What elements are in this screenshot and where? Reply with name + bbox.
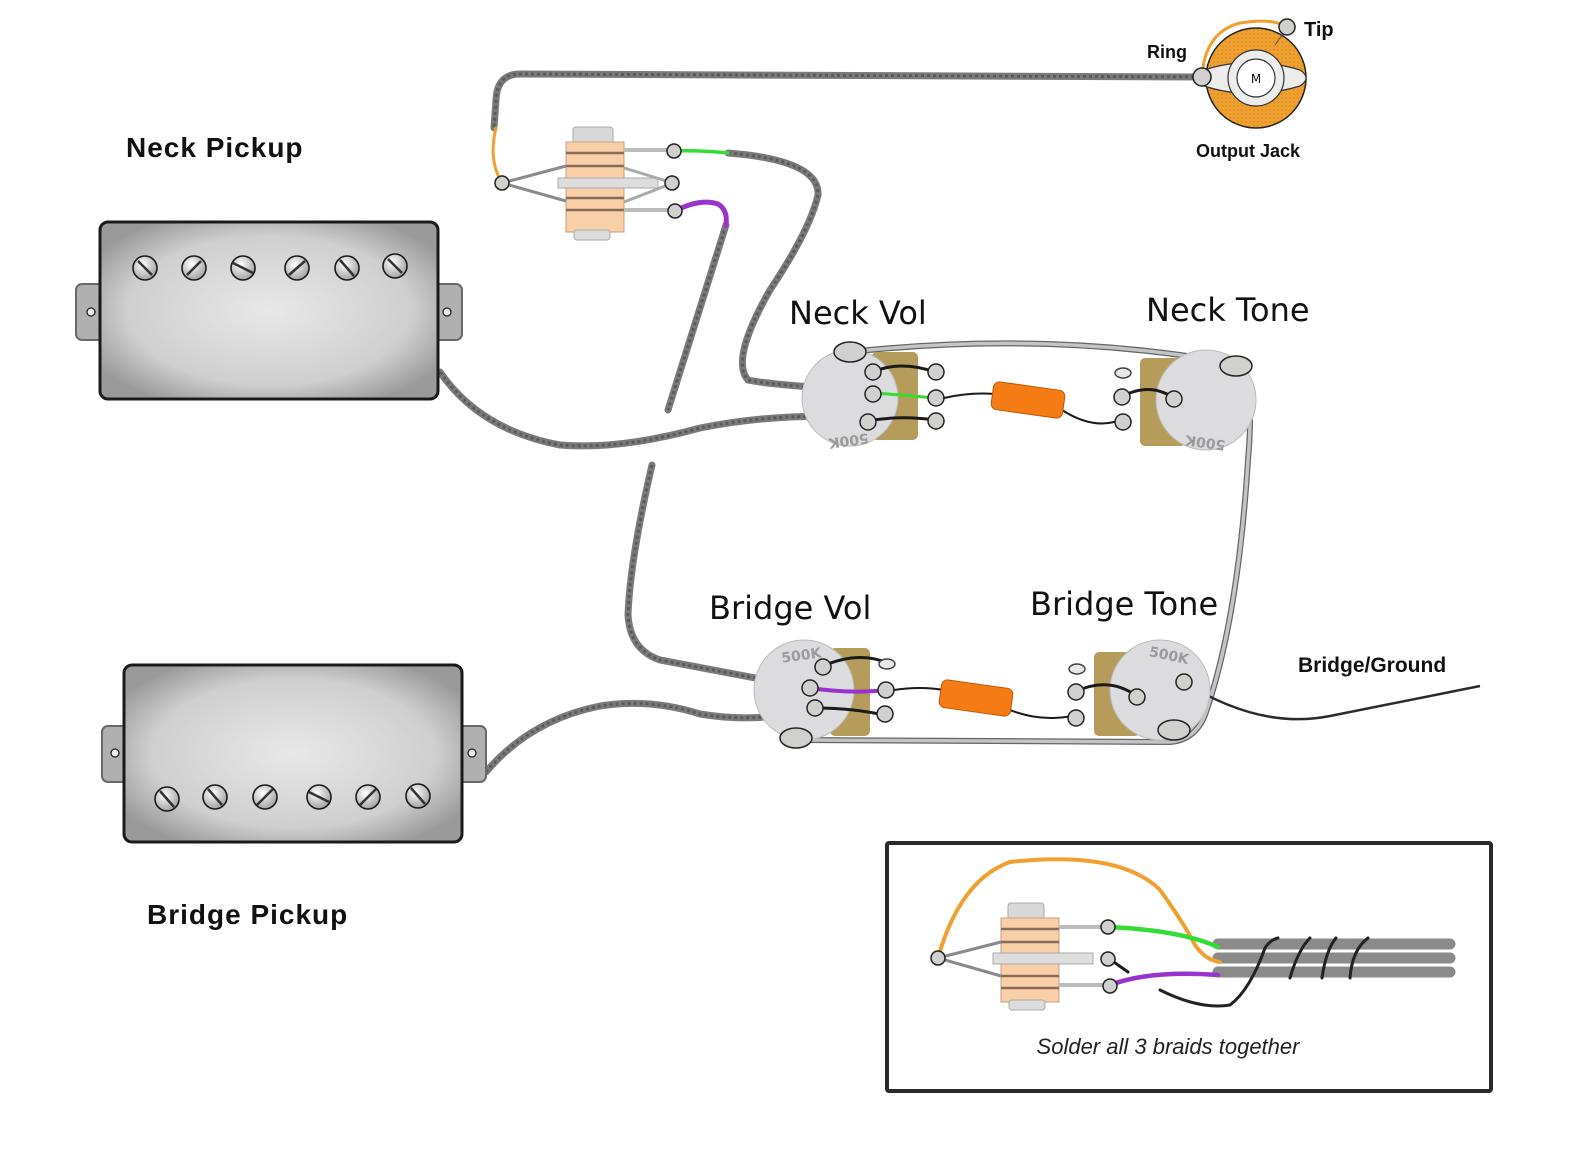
- bridge-pickup-label: Bridge Pickup: [147, 899, 348, 930]
- jack-center-label: M: [1251, 72, 1261, 86]
- neck-vol-label: Neck Vol: [789, 294, 927, 332]
- output-jack-label: Output Jack: [1196, 141, 1301, 161]
- switch-lug-ground: [664, 175, 680, 191]
- bridge-pickup: [101, 663, 487, 844]
- purple-lead: [672, 199, 729, 228]
- pole-screw: [181, 255, 207, 281]
- pot-value-label: 500K: [1183, 431, 1226, 453]
- ground-loop-wire: [799, 340, 1481, 746]
- bridge-vol-pot: 500K: [753, 639, 896, 749]
- pot-value-label: 500K: [780, 645, 823, 667]
- neck-tone-pot: 500K: [1113, 349, 1257, 453]
- switch-lug-bridge: [667, 203, 683, 219]
- switch-lug-neck: [666, 143, 682, 159]
- neck-vol-pot: 500K: [801, 341, 945, 451]
- pole-screw: [405, 783, 431, 809]
- tip-label: Tip: [1304, 19, 1334, 41]
- neck-pole-screws: [132, 253, 408, 281]
- pole-screw: [202, 784, 228, 810]
- pole-screw: [334, 255, 360, 281]
- pole-screw: [284, 255, 310, 281]
- jack-ring-lug: [1192, 67, 1212, 87]
- pole-screw: [132, 255, 158, 281]
- ring-label: Ring: [1147, 42, 1187, 62]
- inset-caption: Solder all 3 braids together: [1037, 1034, 1302, 1059]
- switch-common-lug: [494, 175, 510, 191]
- bridge-tone-capacitor: [938, 679, 1014, 717]
- inset-braids: [1212, 938, 1456, 978]
- neck-tone-capacitor: [990, 381, 1066, 419]
- braid-output-to-switch: [490, 70, 1204, 132]
- braided-wires: [436, 70, 1204, 776]
- bridge-pole-screws: [154, 783, 431, 812]
- pole-screw: [252, 784, 278, 810]
- jack-tip-lug: [1278, 18, 1296, 36]
- toggle-switch: [491, 126, 730, 241]
- bridge-vol-label: Bridge Vol: [709, 589, 871, 627]
- bridge-tone-pot: 500K: [1067, 639, 1211, 741]
- bridge-ground-label: Bridge/Ground: [1298, 654, 1446, 677]
- pole-screw: [154, 786, 180, 812]
- neck-pickup: [75, 220, 463, 401]
- neck-tone-label: Neck Tone: [1146, 291, 1310, 329]
- pot-value-label: 500K: [826, 429, 869, 451]
- orange-lead: [491, 126, 504, 185]
- pole-screw: [382, 253, 408, 279]
- bridge-ground-wire: [1183, 680, 1481, 721]
- neck-pickup-label: Neck Pickup: [126, 132, 304, 163]
- tip-wire: [1200, 19, 1288, 78]
- pole-screw: [306, 784, 332, 810]
- output-jack: M: [1192, 18, 1307, 129]
- inset-braid-detail: Solder all 3 braids together: [885, 841, 1493, 1093]
- bridge-tone-label: Bridge Tone: [1030, 585, 1218, 623]
- pole-screw: [230, 255, 256, 281]
- pole-screw: [355, 784, 381, 810]
